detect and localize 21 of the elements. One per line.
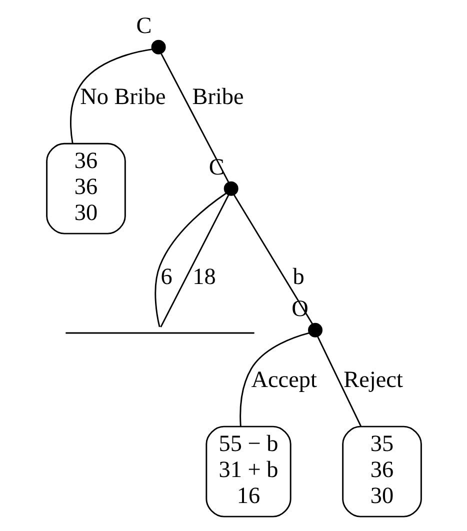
connector	[232, 194, 312, 324]
node-label: C	[136, 13, 152, 40]
connector	[70, 48, 152, 144]
node-box: 55 − b 31 + b 16	[205, 426, 291, 518]
edge-label: b	[292, 264, 304, 290]
connector	[316, 336, 361, 426]
edge-label: Bribe	[192, 84, 244, 110]
node-box: 36 36 30	[46, 142, 126, 234]
edge-label: No Bribe	[80, 84, 166, 110]
edge-label: Accept	[250, 367, 316, 394]
edge-label: 18	[192, 264, 216, 290]
edge-label: 6	[160, 264, 172, 290]
node-label: C	[208, 154, 224, 181]
connector	[239, 332, 309, 427]
node-circle	[308, 322, 322, 338]
node-arc	[65, 332, 254, 334]
connector	[160, 54, 229, 183]
node-circle	[223, 181, 238, 196]
edge-label: Reject	[343, 367, 402, 394]
node-box: 35 36 30	[342, 426, 422, 518]
node-circle	[150, 40, 166, 54]
